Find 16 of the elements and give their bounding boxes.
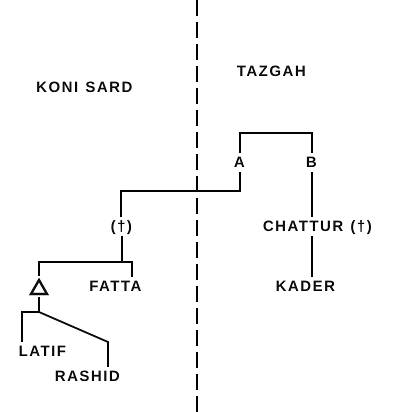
person-name: A <box>234 155 246 171</box>
person-name: RASHID <box>54 369 122 385</box>
region-label: KONI SARD <box>36 80 134 96</box>
person-name: CHATTUR (†) <box>262 219 374 235</box>
person-name: LATIF <box>18 344 68 360</box>
person-name: FATTA <box>89 279 143 295</box>
region-label: TAZGAH <box>236 64 308 80</box>
person-name: (†) <box>110 219 134 235</box>
kinship-line <box>239 132 313 153</box>
kinship-line <box>121 236 133 277</box>
person-name: KADER <box>276 279 336 295</box>
kinship-line <box>120 172 241 217</box>
kinship-line <box>311 236 313 277</box>
kinship-line <box>311 172 313 217</box>
person-name: B <box>306 155 318 171</box>
kinship-line <box>38 297 109 367</box>
